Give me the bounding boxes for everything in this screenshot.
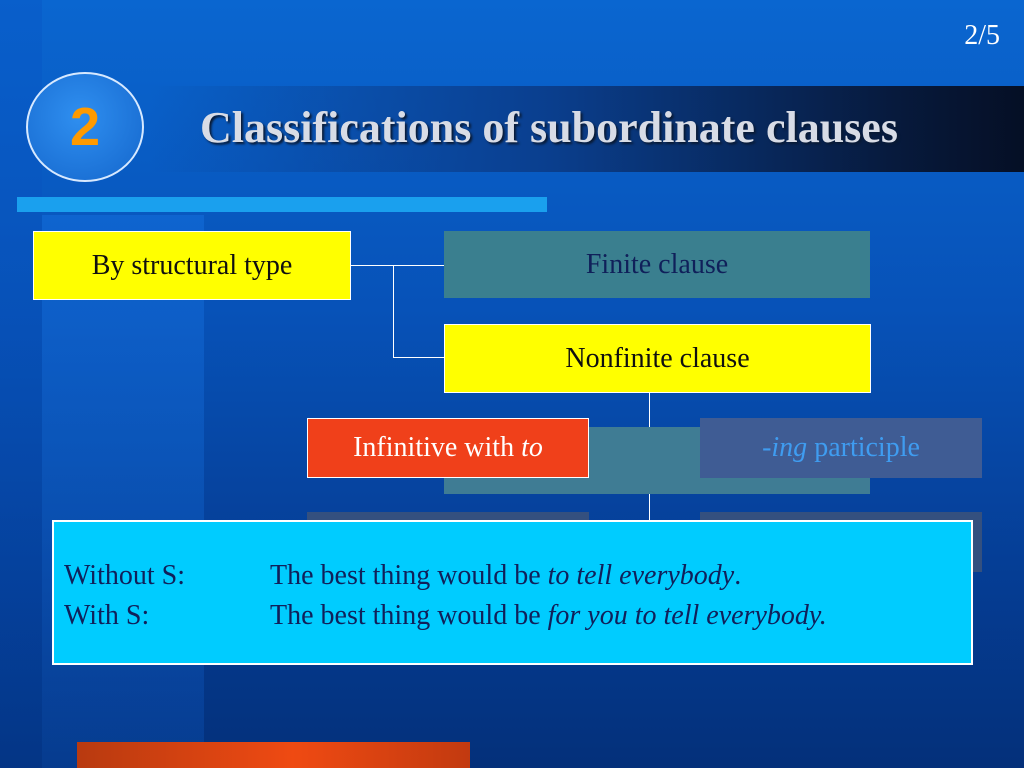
title-bar [150,86,1024,172]
example-sentence-italic: to tell everybody [547,560,735,591]
infinitive-with-to-box: Infinitive with to [307,418,589,478]
connector-root-horizontal [350,265,444,266]
nonfinite-clause-box: Nonfinite clause [444,324,871,393]
example-sentence: The best thing would be for you to tell … [270,600,827,632]
connector-root-vertical [393,265,394,358]
example-sentence-end: . [734,560,742,591]
root-box-label: By structural type [91,249,293,281]
root-box-structural-type: By structural type [33,231,351,300]
nonfinite-clause-label: Nonfinite clause [565,342,750,374]
ing-participle-box: -ing participle [700,418,982,478]
section-number: 2 [69,97,101,157]
example-label: Without S: [64,560,185,591]
example-label: With S: [64,600,150,631]
slide-title: Classifications of subordinate clauses [200,103,898,152]
ing-label-main: participle [807,432,920,463]
finite-clause-label: Finite clause [585,248,729,280]
example-sentence-plain: The best thing would be [270,560,548,591]
infinitive-label-main: Infinitive with [353,432,522,463]
infinitive-label-italic: to [521,432,543,463]
example-box: Without S: The best thing would be to te… [52,520,973,665]
connector-nonfinite-horizontal [393,357,444,358]
section-number-circle: 2 [26,72,144,182]
example-sentence-plain: The best thing would be [270,600,548,631]
accent-line [17,197,547,212]
page-number: 2/5 [964,20,1000,51]
ing-label-italic: -ing [762,432,808,463]
background-left-strip [42,215,204,768]
bottom-accent-bar [77,742,470,768]
example-sentence-italic: for you to tell everybody. [547,600,827,631]
finite-clause-box: Finite clause [444,231,870,298]
example-sentence: The best thing would be to tell everybod… [270,560,741,592]
